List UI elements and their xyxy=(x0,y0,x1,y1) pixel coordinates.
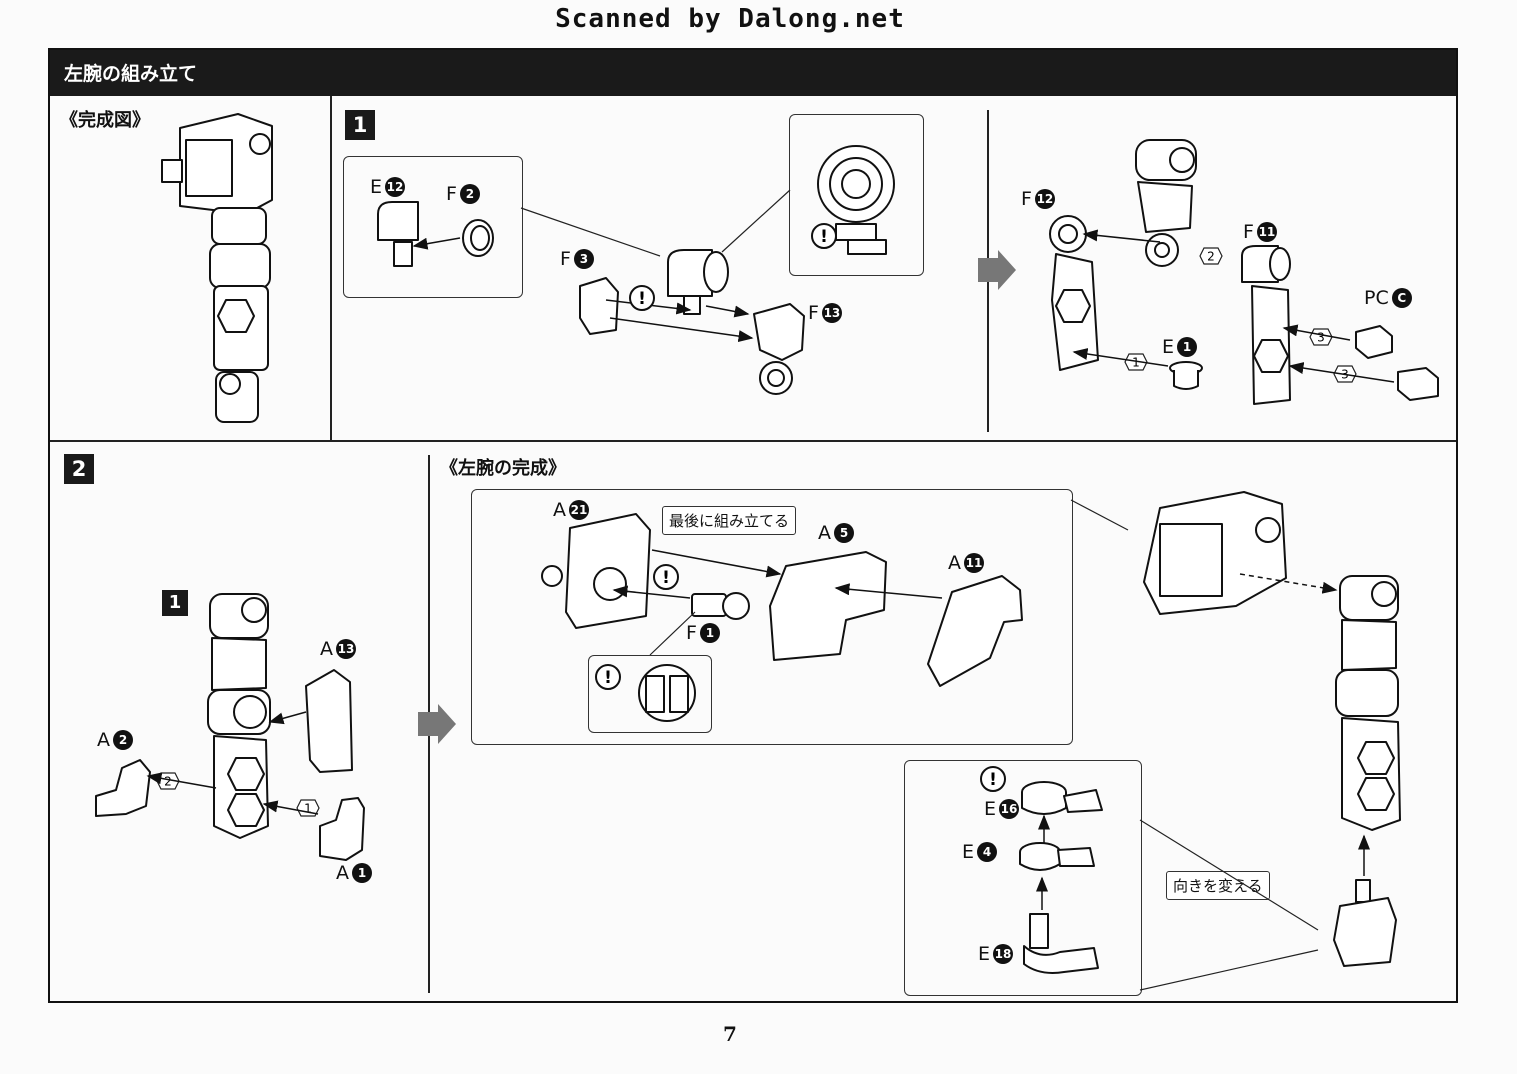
completed-arm-drawing xyxy=(161,113,273,423)
page-number: 7 xyxy=(723,1022,737,1046)
part-f12-assembly-drawing xyxy=(1049,215,1099,371)
step2-arm-drawing xyxy=(207,593,271,839)
f1-detail-drawing xyxy=(638,664,696,722)
part-f2-drawing xyxy=(462,219,494,257)
order-mark: 1 xyxy=(296,799,320,820)
svg-text:2: 2 xyxy=(164,775,172,789)
caution-icons: ! ! ! ! ! xyxy=(595,223,1006,792)
part-a21-drawing xyxy=(541,513,651,629)
svg-text:3: 3 xyxy=(1317,331,1325,345)
order-mark: 1 xyxy=(1124,353,1148,374)
divider-completed-view xyxy=(330,96,332,440)
part-f3-drawing xyxy=(579,277,619,335)
svg-text:!: ! xyxy=(604,668,612,688)
detail-callout-hand xyxy=(471,489,1073,745)
part-f12-upper-drawing xyxy=(1135,139,1197,267)
wrist-joint-drawing xyxy=(1333,879,1397,967)
section-title: 左腕の組み立て xyxy=(64,63,198,85)
svg-text:1: 1 xyxy=(1132,356,1140,370)
part-e1-drawing xyxy=(1169,361,1203,390)
detail-callout-e12-f2 xyxy=(343,156,523,298)
scan-credit: Scanned by Dalong.net xyxy=(555,4,905,34)
part-a1-drawing xyxy=(319,797,365,861)
step2-number: 2 xyxy=(64,454,94,484)
detail-callout-f1 xyxy=(588,655,712,733)
completed-forearm-drawing xyxy=(1335,575,1401,831)
section-header: 左腕の組み立て xyxy=(50,50,1456,96)
detail-callout-wrist xyxy=(904,760,1142,996)
instruction-frame xyxy=(48,48,1458,1003)
part-f1-drawing xyxy=(691,592,750,620)
note-change-direction: 向きを変える xyxy=(1166,871,1270,900)
svg-text:2: 2 xyxy=(1207,250,1215,264)
final-assembly-label: 《左腕の完成》 xyxy=(440,458,566,479)
step1-number: 1 xyxy=(345,110,375,140)
part-f11-drawing xyxy=(1241,245,1291,405)
part-a2-drawing xyxy=(95,759,151,817)
part-e12-drawing xyxy=(377,201,419,267)
svg-text:!: ! xyxy=(662,568,670,588)
divider-row xyxy=(50,440,1456,442)
part-pc-c-drawing xyxy=(1355,325,1439,401)
svg-text:1: 1 xyxy=(304,802,312,816)
part-f13-drawing xyxy=(753,303,805,395)
part-e12-center-drawing xyxy=(667,249,729,315)
note-assemble-last: 最後に組み立てる xyxy=(662,506,797,535)
step2-substep-number: 1 xyxy=(162,590,188,616)
part-a11-drawing xyxy=(927,575,1023,687)
part-a13-drawing xyxy=(305,669,353,773)
peg-detail-drawing xyxy=(817,145,895,255)
part-a5-drawing xyxy=(769,551,887,661)
order-mark: 2 xyxy=(1199,247,1223,268)
svg-text:!: ! xyxy=(989,770,997,790)
completed-view-label: 《完成図》 xyxy=(60,110,150,131)
svg-text:!: ! xyxy=(820,227,828,247)
part-e18-drawing xyxy=(1023,913,1099,974)
part-e4-drawing xyxy=(1019,842,1095,871)
flow-arrows xyxy=(418,250,1016,744)
completed-hand-drawing xyxy=(1143,491,1287,615)
part-e16-drawing xyxy=(1021,781,1103,815)
detail-callout-peg xyxy=(789,114,924,276)
svg-text:!: ! xyxy=(638,289,646,309)
